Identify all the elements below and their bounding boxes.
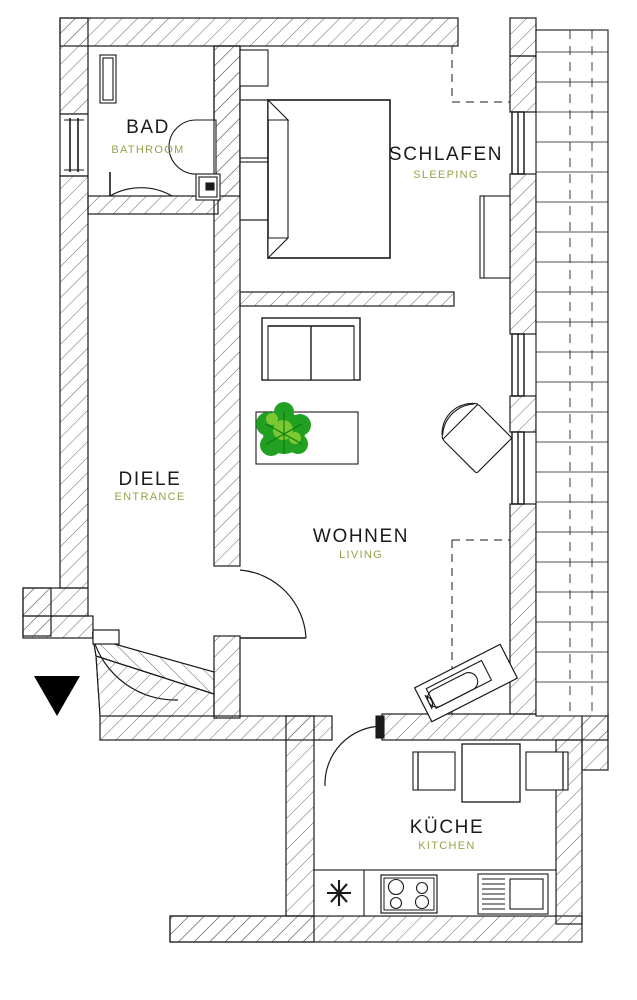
wall-kitchen-south (169, 915, 583, 943)
balcony-door-mid (511, 333, 525, 397)
room-label-wohnen-de: WOHNEN (313, 526, 409, 547)
double-bed (267, 98, 391, 260)
balcony-deck (535, 29, 609, 717)
room-label-wohnen-en: LIVING (339, 549, 383, 561)
wall-kitchen-north (381, 713, 609, 771)
armchair (441, 402, 512, 474)
room-label-schlafen-en: SLEEPING (413, 169, 478, 181)
wall-bedroom-south (239, 291, 455, 307)
entrance-marker-icon (34, 676, 80, 716)
bathroom-window-west (59, 113, 89, 177)
dining-table (461, 743, 521, 803)
wall-bathroom-south (87, 195, 219, 215)
bathtub (99, 54, 117, 104)
wall-east-seg4 (509, 503, 537, 715)
room-label-schlafen-de: SCHLAFEN (389, 144, 503, 165)
wall-exterior-east (509, 17, 537, 113)
wardrobe (239, 99, 269, 221)
room-label-kueche-en: KITCHEN (418, 840, 475, 852)
wall-entrance-nook (22, 587, 94, 639)
bedroom-cabinet-east (479, 195, 511, 279)
wall-exterior-north (59, 17, 459, 47)
hall-living-door (239, 569, 307, 639)
sink-fixture (195, 173, 221, 201)
kitchen-door (324, 715, 385, 787)
nightstand (239, 49, 269, 87)
desk-with-chair (413, 643, 519, 723)
wall-east-seg2 (509, 173, 537, 335)
room-label-diele-de: DIELE (119, 469, 182, 490)
room-labels-group: BAD BATHROOM SCHLAFEN SLEEPING DIELE ENT… (111, 117, 503, 852)
balcony-door-south (511, 431, 525, 505)
chair-right (525, 751, 569, 791)
sofa (261, 317, 361, 381)
potted-plant (256, 402, 311, 456)
niche-bedroom-north (451, 46, 510, 103)
room-label-bad-de: BAD (126, 117, 170, 138)
wall-entrance-angled (92, 629, 215, 717)
walls-group (22, 17, 609, 943)
room-label-diele-en: ENTRANCE (115, 491, 186, 503)
bathroom-door (109, 172, 173, 197)
wall-east-seg3 (509, 395, 537, 433)
furniture-group (99, 49, 569, 917)
wall-bathroom-east (213, 45, 241, 197)
kitchen-sink-icon (327, 880, 351, 906)
toilet-fixture (168, 119, 217, 175)
room-label-kueche-de: KÜCHE (410, 817, 485, 838)
cooktop-4-burner (380, 874, 438, 914)
balcony-door-north (511, 111, 525, 175)
wall-exterior-west-mid (59, 175, 89, 589)
chair-left (412, 751, 456, 791)
room-label-bad-en: BATHROOM (111, 144, 184, 156)
wall-exterior-west-upper (59, 17, 89, 115)
kitchen-appliance (477, 873, 549, 915)
wall-kitchen-west (285, 715, 315, 917)
